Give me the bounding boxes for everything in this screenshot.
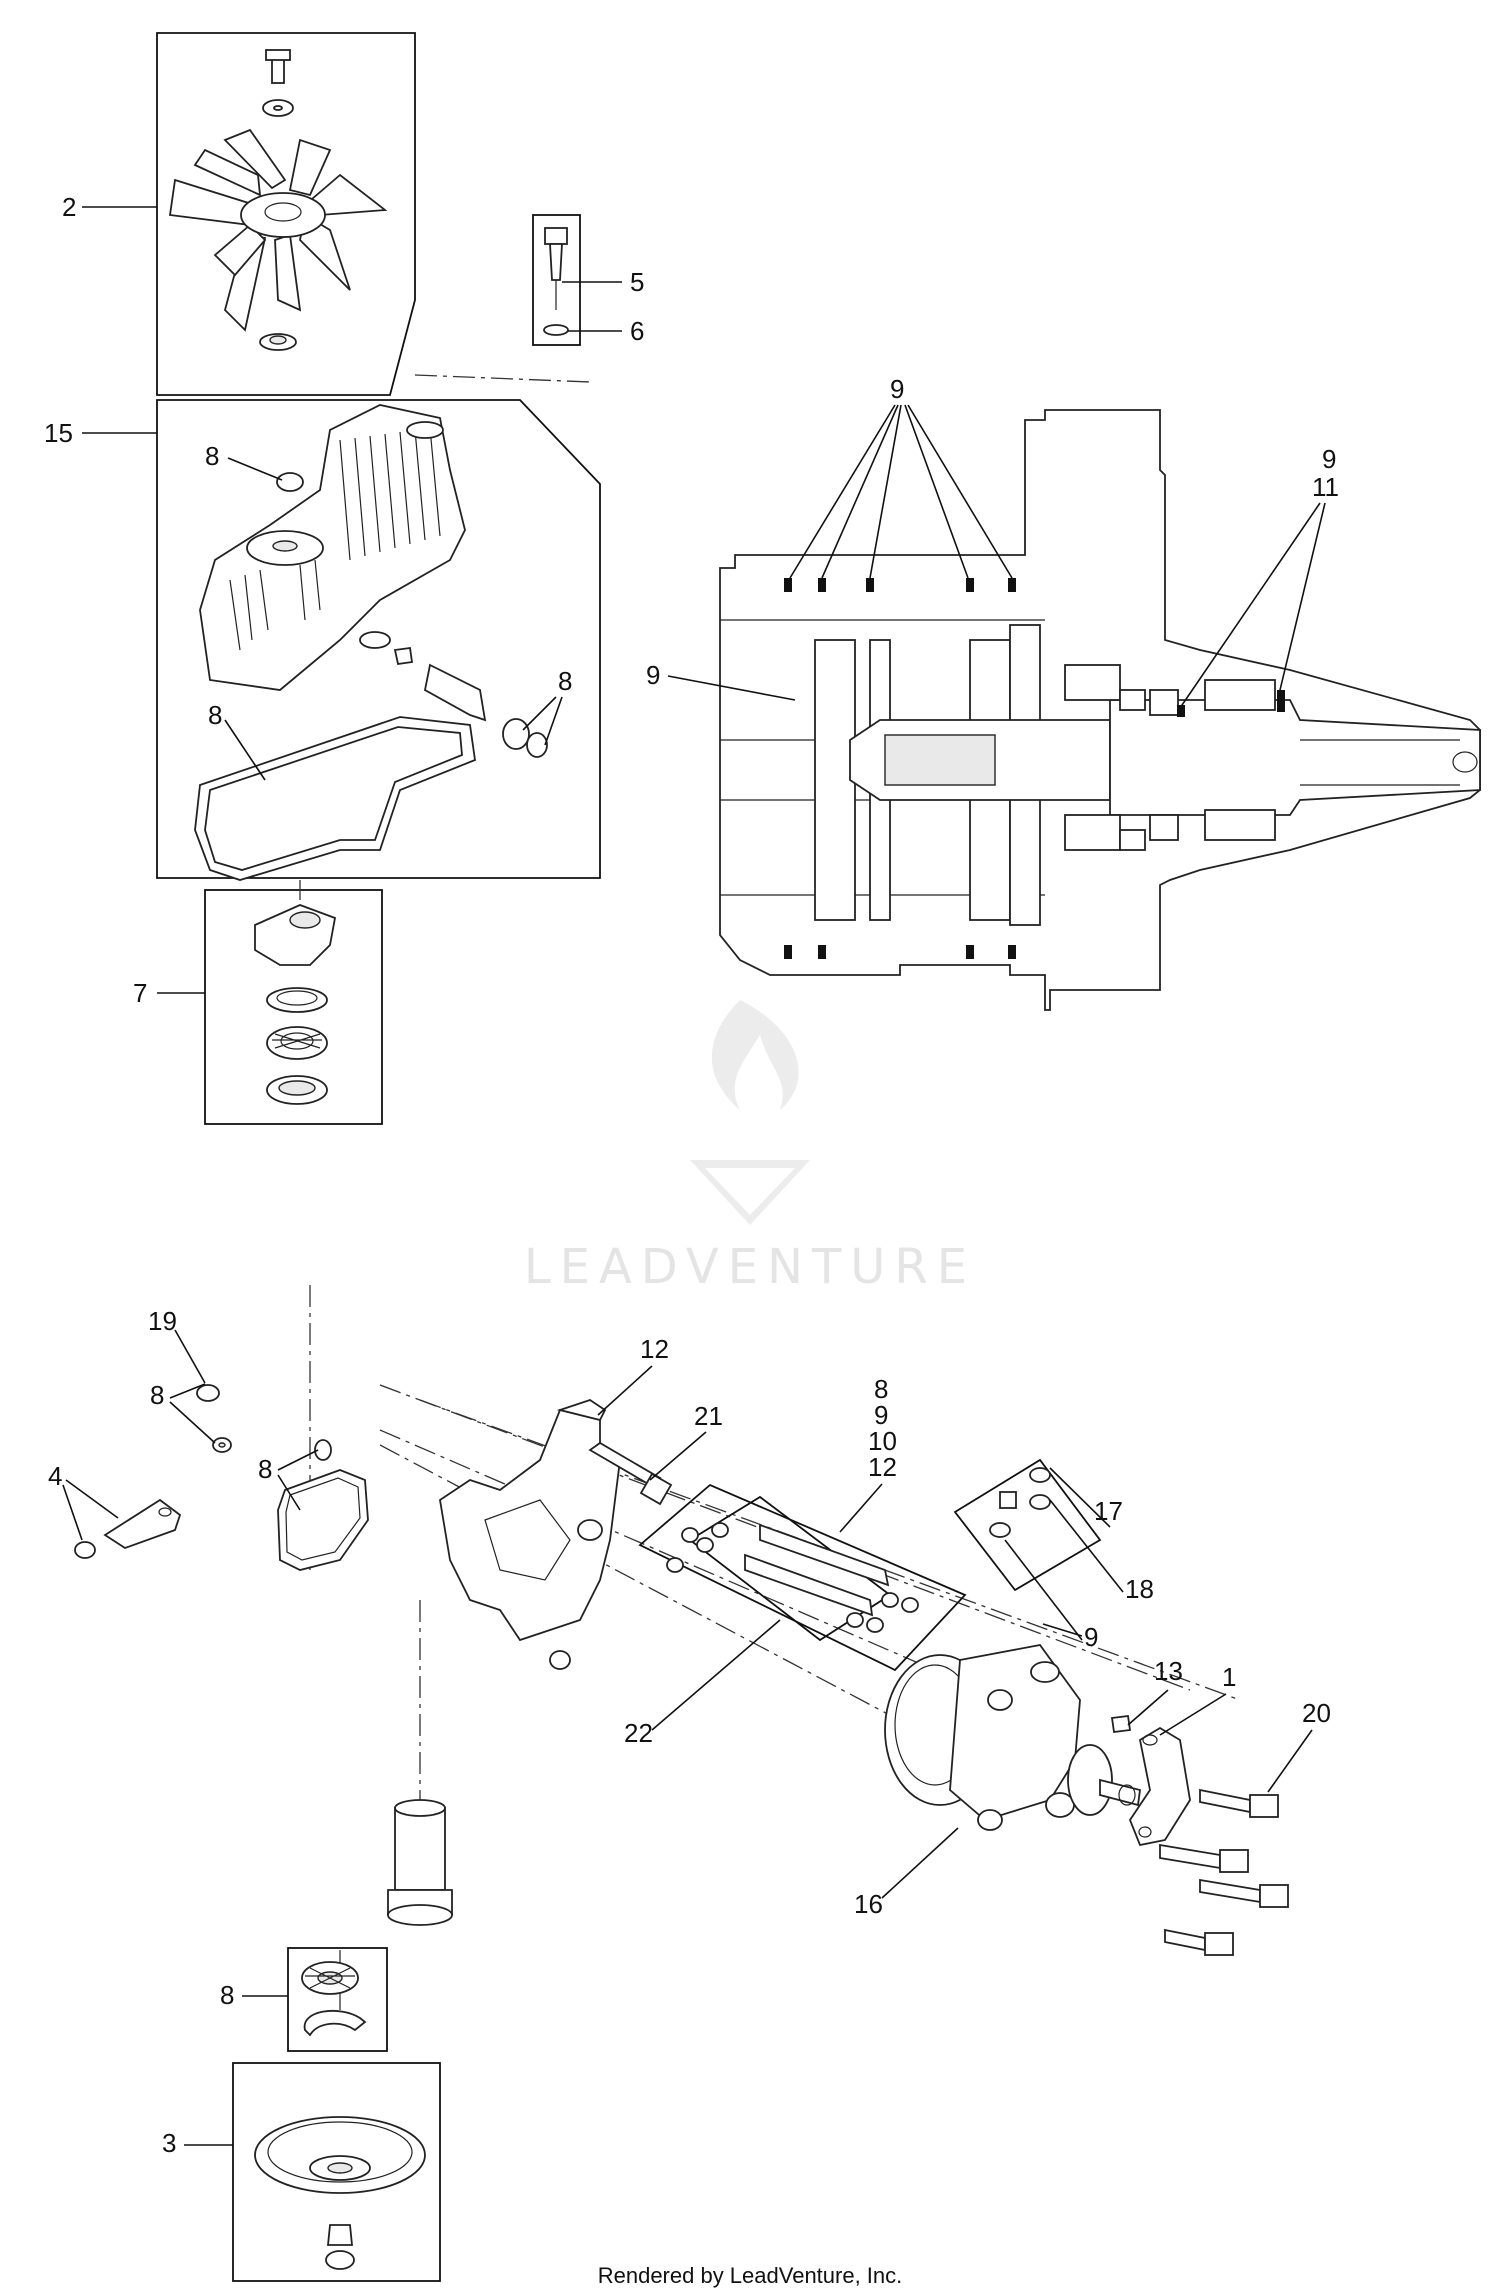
callout-18: 18 bbox=[1125, 1574, 1154, 1604]
leader-9-top-1 bbox=[789, 404, 896, 579]
gasket-icon bbox=[194, 716, 476, 881]
watermark-text: LEADVENTURE bbox=[524, 1239, 976, 1295]
callout-8e: 8 bbox=[258, 1454, 272, 1484]
check-valve-box-icon bbox=[953, 1458, 1102, 1592]
leader-9-top-3 bbox=[869, 404, 902, 579]
cross-section-view bbox=[719, 409, 1481, 1011]
leader-19 bbox=[174, 1329, 206, 1384]
leader-stack bbox=[839, 1483, 883, 1533]
center-section-icon bbox=[439, 1399, 621, 1670]
leader-4-2 bbox=[62, 1484, 83, 1541]
leader-9-top-5 bbox=[907, 404, 1013, 579]
leader-16 bbox=[881, 1827, 959, 1899]
leader-13 bbox=[1127, 1689, 1169, 1726]
leader-8b bbox=[224, 719, 266, 781]
callout-8c: 8 bbox=[558, 666, 572, 696]
leader-9-left bbox=[667, 675, 796, 701]
leader-20 bbox=[1267, 1729, 1313, 1793]
control-lever-icon bbox=[1128, 1726, 1191, 1847]
callout-21: 21 bbox=[694, 1401, 723, 1431]
leader-4-1 bbox=[65, 1479, 119, 1519]
leader-8c1 bbox=[522, 696, 557, 731]
pulley-box-icon bbox=[232, 2062, 441, 2282]
callout-1: 1 bbox=[1222, 1662, 1236, 1692]
callout-17: 17 bbox=[1094, 1496, 1123, 1526]
callout-7: 7 bbox=[133, 978, 147, 1008]
housing-cover-box bbox=[156, 374, 601, 881]
leader-12a bbox=[597, 1365, 653, 1416]
callout-6: 6 bbox=[630, 316, 644, 346]
bolts-20-icon bbox=[1159, 1788, 1289, 1956]
leader-18 bbox=[1049, 1499, 1124, 1593]
leader-11 bbox=[1279, 502, 1326, 691]
kit-box-icon bbox=[638, 1483, 967, 1672]
leader-9f-2 bbox=[1004, 1539, 1083, 1641]
callout-9-right: 9 bbox=[1322, 444, 1336, 474]
callout-15: 15 bbox=[44, 418, 73, 448]
callout-8-stack: 8 bbox=[874, 1374, 888, 1404]
callout-12-stack: 12 bbox=[868, 1452, 897, 1482]
gearbox-housing-icon bbox=[199, 404, 487, 722]
callout-5: 5 bbox=[630, 267, 644, 297]
leader-22 bbox=[651, 1619, 781, 1731]
callout-19: 19 bbox=[148, 1306, 177, 1336]
callout-8d: 8 bbox=[150, 1380, 164, 1410]
bearing-set-box bbox=[204, 880, 383, 1125]
cooling-fan-icon bbox=[168, 128, 388, 332]
callout-9-left: 9 bbox=[646, 660, 660, 690]
callout-22: 22 bbox=[624, 1718, 653, 1748]
callout-13: 13 bbox=[1154, 1656, 1183, 1686]
fan-group-box bbox=[156, 32, 416, 396]
callout-9-top: 9 bbox=[890, 374, 904, 404]
callout-11: 11 bbox=[1312, 472, 1339, 502]
callout-4: 4 bbox=[48, 1461, 62, 1491]
bolt-21-icon bbox=[588, 1441, 673, 1506]
leader-17 bbox=[1049, 1467, 1111, 1528]
control-arm-icon bbox=[74, 1498, 182, 1559]
callout-3: 3 bbox=[162, 2128, 176, 2158]
leader-1 bbox=[1159, 1693, 1227, 1736]
leader-9-top-2 bbox=[821, 404, 899, 579]
leader-8a bbox=[227, 457, 283, 481]
leader-8c2 bbox=[544, 696, 563, 746]
thrust-bearing-icon bbox=[266, 1026, 328, 1060]
callout-8a: 8 bbox=[205, 441, 219, 471]
callout-9f: 9 bbox=[1084, 1622, 1098, 1652]
callout-10-stack: 10 bbox=[868, 1426, 897, 1456]
callout-16: 16 bbox=[854, 1889, 883, 1919]
callout-9-stack: 9 bbox=[874, 1400, 888, 1430]
leader-8d-1 bbox=[169, 1383, 206, 1399]
leader-9-top-4 bbox=[904, 404, 969, 579]
seal-kit-box-icon bbox=[287, 1947, 388, 2052]
callout-8g: 8 bbox=[220, 1980, 234, 2010]
pump-housing-icon bbox=[884, 1644, 1141, 1831]
footer-credit: Rendered by LeadVenture, Inc. bbox=[598, 2263, 903, 2288]
callout-20: 20 bbox=[1302, 1698, 1331, 1728]
dipstick-box bbox=[532, 214, 581, 346]
callout-12a: 12 bbox=[640, 1334, 669, 1364]
leader-8d-2 bbox=[169, 1401, 216, 1444]
leader-9f-1 bbox=[1042, 1623, 1083, 1637]
callout-8b: 8 bbox=[208, 700, 222, 730]
leader-9-right bbox=[1179, 502, 1321, 709]
leader-8e-1 bbox=[277, 1449, 319, 1471]
seal-markers bbox=[784, 578, 1285, 959]
leader-21 bbox=[649, 1431, 707, 1481]
watermark-logo bbox=[690, 1000, 810, 1225]
oil-filter-icon bbox=[387, 1799, 453, 1926]
leader-8e-2 bbox=[277, 1474, 301, 1511]
callout-2: 2 bbox=[62, 192, 76, 222]
